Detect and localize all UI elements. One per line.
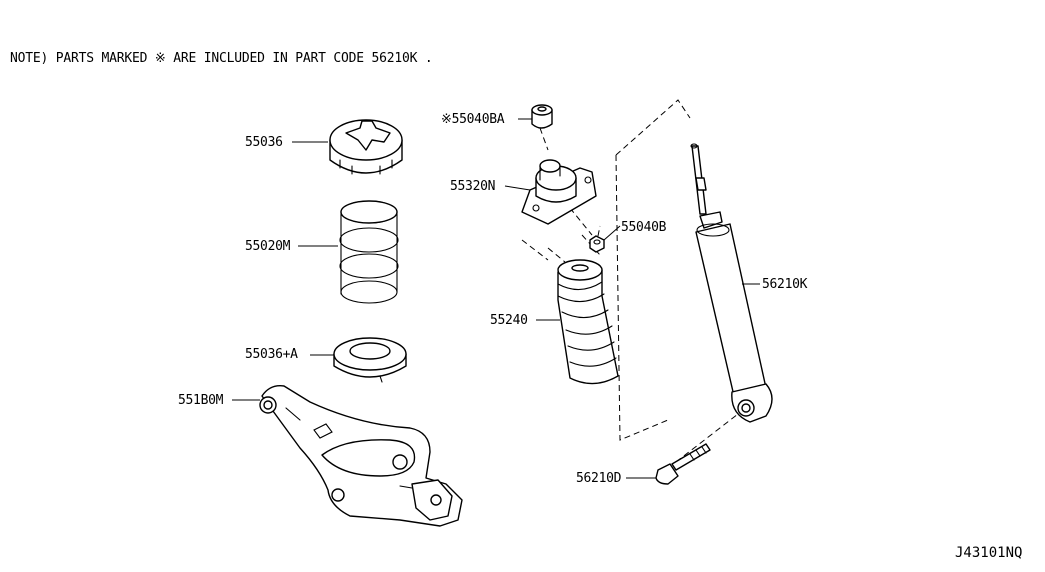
- label-55040B: 55040B: [621, 220, 667, 235]
- diagram-code: J43101NQ: [955, 545, 1022, 561]
- label-55040BA: ※55040BA: [441, 112, 505, 127]
- label-55320N: 55320N: [450, 179, 495, 194]
- upper-spring-seat: [329, 119, 403, 175]
- label-55020M: 55020M: [245, 239, 291, 254]
- label-55240: 55240: [490, 313, 528, 328]
- shock-bolt: [655, 443, 711, 485]
- label-56210K: 56210K: [762, 277, 808, 292]
- nut-55040B: [589, 235, 605, 253]
- exploded-view-frame: [521, 99, 691, 441]
- shock-absorber: [690, 143, 773, 423]
- lower-spring-seat: [333, 337, 407, 383]
- coil-spring: [339, 200, 399, 304]
- strut-mount: [521, 159, 597, 225]
- label-551B0M: 551B0M: [178, 393, 224, 408]
- label-55036-A: 55036+A: [245, 347, 298, 362]
- note-text: NOTE) PARTS MARKED ※ ARE INCLUDED IN PAR…: [10, 51, 433, 66]
- nut-55040BA: [531, 104, 553, 129]
- lower-arm: [259, 385, 463, 527]
- label-56210D: 56210D: [576, 471, 622, 486]
- bump-stop-boot: [557, 259, 619, 385]
- label-55036: 55036: [245, 135, 283, 150]
